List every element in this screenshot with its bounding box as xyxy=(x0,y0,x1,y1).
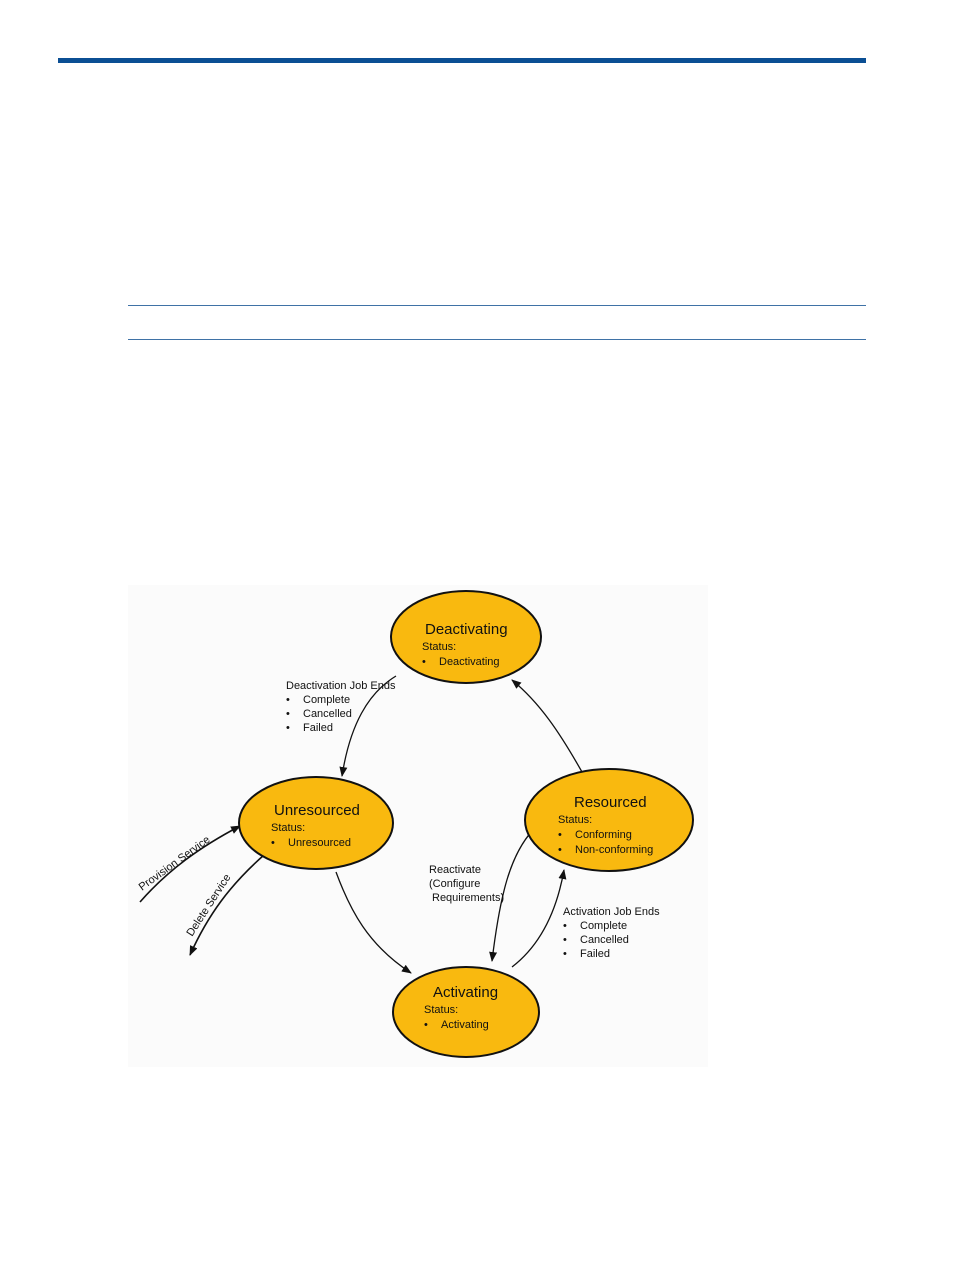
state-activating-item: Activating xyxy=(441,1019,489,1031)
deactivation-item-3: Failed xyxy=(303,722,333,734)
reactivate-line-3: Requirements) xyxy=(432,892,504,904)
arrow-activating-to-resourced xyxy=(511,869,567,968)
state-activating-title: Activating xyxy=(433,984,498,1001)
arrow-provision-service xyxy=(139,825,241,903)
state-resourced-status-label: Status: xyxy=(558,814,592,826)
reactivate-line-2: (Configure xyxy=(429,878,480,890)
arrow-unresourced-to-activating xyxy=(335,871,412,974)
state-activating: Activating Status: • Activating xyxy=(392,966,540,1058)
label-provision-service: Provision Service xyxy=(137,834,213,894)
arrow-deactivating-to-unresourced xyxy=(339,675,397,777)
activation-bullet-3: • xyxy=(563,948,567,960)
note-rule-bottom xyxy=(128,339,866,340)
state-resourced-item-1: Conforming xyxy=(575,829,632,841)
activation-bullet-1: • xyxy=(563,920,567,932)
state-deactivating-item: Deactivating xyxy=(439,656,500,668)
state-resourced: Resourced Status: • Conforming • Non-con… xyxy=(524,768,694,872)
state-activating-bullet: • xyxy=(424,1019,428,1031)
state-deactivating: Deactivating Status: • Deactivating xyxy=(390,590,542,684)
deactivation-bullet-1: • xyxy=(286,694,290,706)
activation-item-1: Complete xyxy=(580,920,627,932)
state-unresourced: Unresourced Status: • Unresourced xyxy=(238,776,394,870)
state-unresourced-bullet: • xyxy=(271,837,275,849)
state-unresourced-status-label: Status: xyxy=(271,822,305,834)
label-deactivation-job-ends: Deactivation Job Ends • Complete • Cance… xyxy=(286,680,396,734)
state-deactivating-title: Deactivating xyxy=(425,621,508,638)
deactivation-bullet-2: • xyxy=(286,708,290,720)
state-activating-status-label: Status: xyxy=(424,1004,458,1016)
state-diagram-svg: Deactivating Status: • Deactivating Unre… xyxy=(137,590,694,1058)
state-unresourced-title: Unresourced xyxy=(274,802,360,819)
arrow-resourced-to-deactivating xyxy=(511,679,583,773)
reactivate-line-1: Reactivate xyxy=(429,864,481,876)
state-unresourced-item: Unresourced xyxy=(288,837,351,849)
label-reactivate: Reactivate (Configure Requirements) xyxy=(429,864,504,904)
header-rule xyxy=(58,58,866,63)
arrow-delete-service xyxy=(189,854,265,956)
service-state-diagram: Deactivating Status: • Deactivating Unre… xyxy=(128,585,708,1067)
deactivation-item-1: Complete xyxy=(303,694,350,706)
label-activation-job-ends: Activation Job Ends • Complete • Cancell… xyxy=(563,906,660,960)
deactivation-bullet-3: • xyxy=(286,722,290,734)
activation-bullet-2: • xyxy=(563,934,567,946)
activation-item-2: Cancelled xyxy=(580,934,629,946)
state-deactivating-bullet: • xyxy=(422,656,426,668)
state-resourced-item-2: Non-conforming xyxy=(575,844,653,856)
deactivation-item-2: Cancelled xyxy=(303,708,352,720)
deactivation-title: Deactivation Job Ends xyxy=(286,680,396,692)
note-rule-top xyxy=(128,305,866,306)
state-deactivating-status-label: Status: xyxy=(422,641,456,653)
state-resourced-title: Resourced xyxy=(574,794,647,811)
state-resourced-bullet-1: • xyxy=(558,829,562,841)
activation-item-3: Failed xyxy=(580,948,610,960)
arrow-resourced-to-activating-reactivate xyxy=(489,829,534,962)
activation-title: Activation Job Ends xyxy=(563,906,660,918)
state-resourced-bullet-2: • xyxy=(558,844,562,856)
label-delete-service: Delete Service xyxy=(184,872,233,939)
